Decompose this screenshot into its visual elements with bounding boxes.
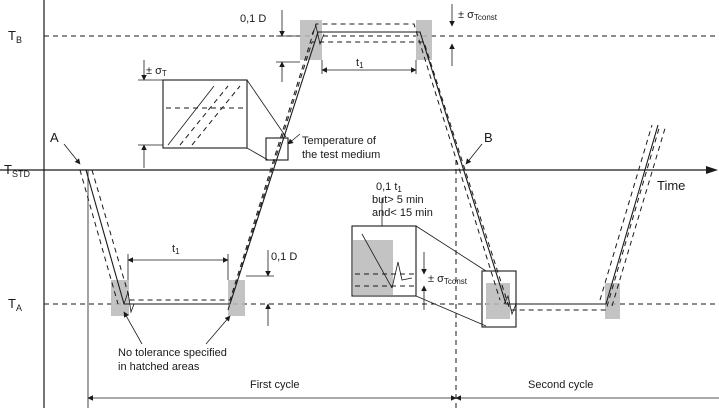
label-sigma-tconst-top: ± σTconst <box>458 9 498 22</box>
label-medium-1: Temperature of <box>302 135 377 147</box>
label-tstd: TSTD <box>4 162 30 179</box>
hatched-area-ta-second <box>486 283 510 319</box>
label-point-a: A <box>50 130 59 145</box>
no-tol-pointer-left <box>123 311 143 345</box>
d-top-dimension <box>276 10 300 82</box>
label-t01-3: and< 15 min <box>372 207 433 219</box>
label-sigma-tconst-mid: ± σTconst <box>428 273 468 286</box>
label-t1-bottom: t1 <box>172 243 180 256</box>
label-medium-2: the test medium <box>302 149 380 161</box>
label-no-tol-2: in hatched areas <box>118 361 200 373</box>
label-tb: TB <box>8 28 22 45</box>
label-t01-1: 0,1 t1 <box>376 181 402 194</box>
point-a-arrow <box>63 143 81 165</box>
hatched-area-ta-start <box>111 280 129 316</box>
hatched-area-tb-end <box>416 20 432 60</box>
label-sigma-t: ± σT <box>146 65 167 78</box>
overshoot-ta-first <box>123 291 135 314</box>
label-d-bottom: 0,1 D <box>271 251 297 263</box>
time-axis-arrowhead <box>706 166 718 174</box>
label-second-cycle: Second cycle <box>528 379 593 391</box>
label-t01-2: but> 5 min <box>372 194 424 206</box>
hatched-area-ta-third <box>605 283 620 319</box>
inset-sigma-t <box>162 79 289 161</box>
overshoot-ta-second <box>503 294 517 316</box>
temperature-curve-band <box>79 23 667 311</box>
label-first-cycle: First cycle <box>250 379 300 391</box>
medium-pointer <box>287 133 301 145</box>
label-ta: TA <box>8 296 22 313</box>
label-point-b: B <box>484 130 493 145</box>
overshoot-tb <box>311 24 325 46</box>
label-time: Time <box>657 178 685 193</box>
label-no-tol-1: No tolerance specified <box>118 347 227 359</box>
label-d-top: 0,1 D <box>240 13 266 25</box>
label-t1-top: t1 <box>356 57 364 70</box>
point-b-arrow <box>465 143 483 165</box>
hatched-area-ta-end <box>228 280 245 316</box>
inset-sigma-tconst <box>351 225 517 328</box>
no-tol-pointer-right <box>205 315 231 345</box>
sigma-t-dimension <box>138 60 163 168</box>
d-bottom-dimension <box>246 250 274 326</box>
